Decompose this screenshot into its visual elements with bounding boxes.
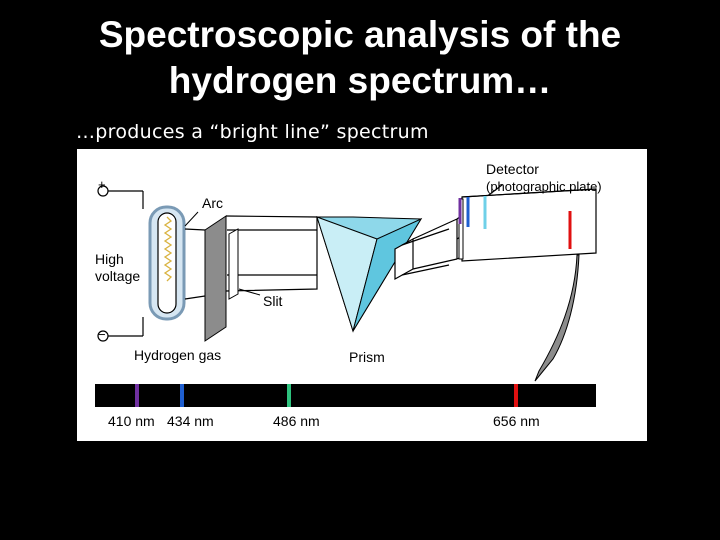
hydrogen-gas-label: Hydrogen gas (134, 347, 221, 363)
arc-leader (184, 211, 199, 227)
wavelength-label-434nm: 434 nm (167, 413, 214, 429)
slide-subtitle: …produces a “bright line” spectrum (76, 121, 429, 143)
slide-title: Spectroscopic analysis of the hydrogen s… (0, 12, 720, 104)
curved-arrow (534, 254, 580, 382)
title-line-1: Spectroscopic analysis of the (98, 14, 622, 55)
spectrum-lines (135, 384, 518, 407)
prism-label: Prism (349, 349, 385, 365)
spectrum-line-410nm (135, 384, 139, 407)
detector-plate (458, 188, 597, 262)
arc-label: Arc (202, 195, 223, 211)
detector-label: Detector (486, 161, 539, 177)
spectroscope-diagram: + − (77, 149, 647, 441)
light-beam (184, 215, 318, 300)
spectrum-bar (95, 384, 596, 407)
title-line-2: hydrogen spectrum… (168, 60, 552, 101)
wavelength-label-656nm: 656 nm (493, 413, 540, 429)
plus-sign: + (98, 177, 106, 192)
arc-panel (204, 215, 227, 342)
wavelength-labels: 410 nm 434 nm 486 nm 656 nm (108, 413, 540, 429)
voltage-label: voltage (95, 268, 140, 284)
slit (228, 228, 239, 300)
hydrogen-tube (148, 205, 186, 321)
spectrum-line-656nm (514, 384, 518, 407)
spectrum-line-434nm (180, 384, 184, 407)
detector-sublabel: (photographic plate) (486, 179, 602, 194)
power-wiring (97, 185, 144, 342)
slit-leader (238, 288, 261, 296)
minus-sign: − (98, 327, 106, 342)
wavelength-label-410nm: 410 nm (108, 413, 155, 429)
spectrum-line-486nm (287, 384, 291, 407)
slit-label: Slit (263, 293, 283, 309)
wavelength-label-486nm: 486 nm (273, 413, 320, 429)
high-label: High (95, 251, 124, 267)
